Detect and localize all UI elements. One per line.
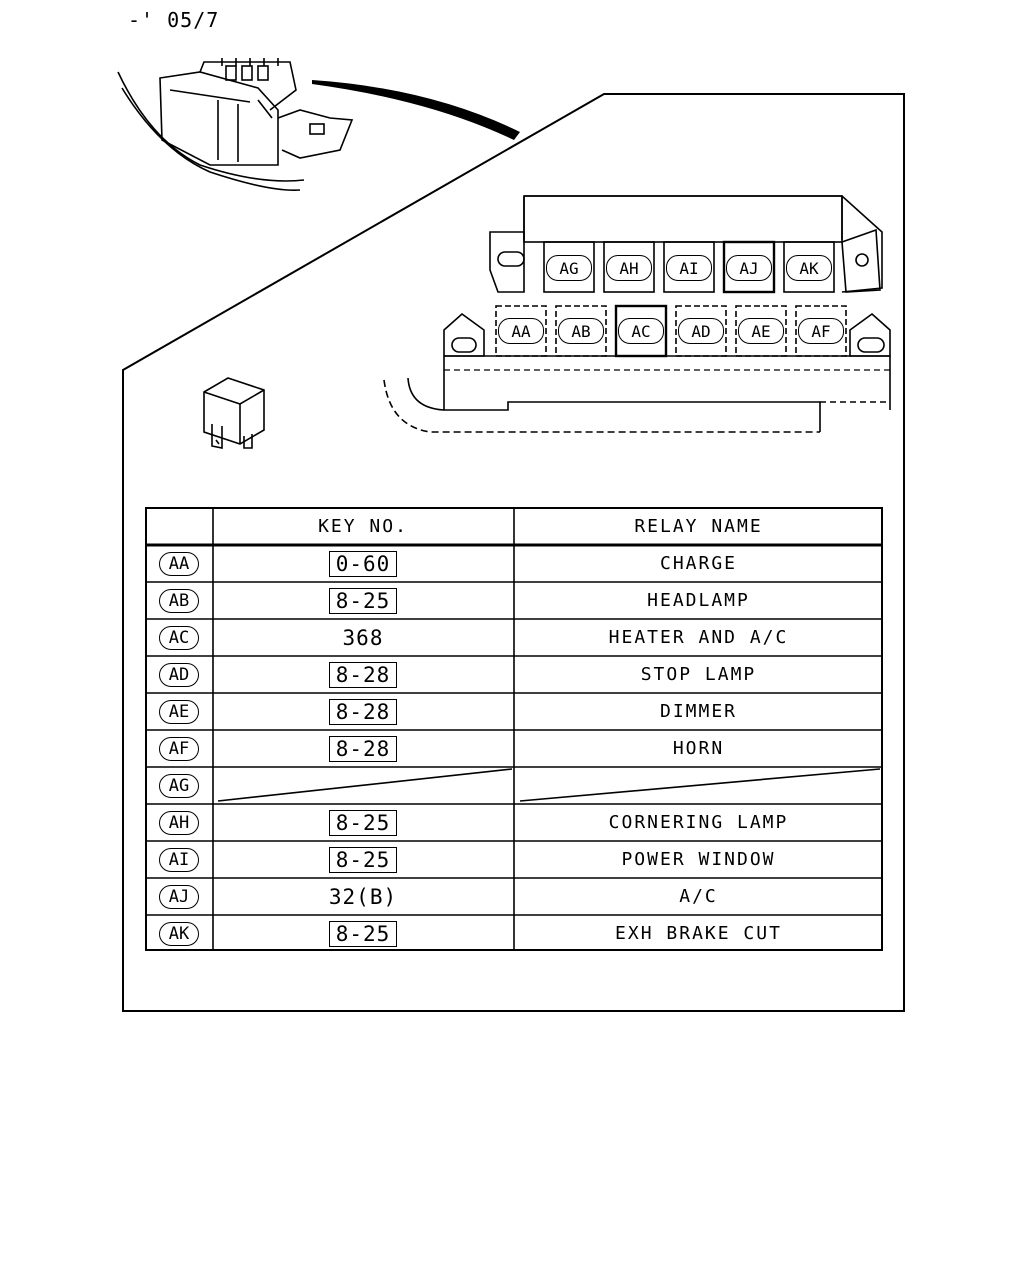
relay-symbol: AB bbox=[159, 588, 199, 613]
key-no-cell: 0-60 bbox=[213, 545, 513, 582]
table-row: AE 8-28 DIMMER bbox=[146, 693, 882, 730]
table-row: AG bbox=[146, 767, 882, 804]
location-sketch bbox=[117, 58, 354, 191]
key-no-cell: 32(B) bbox=[213, 878, 513, 915]
relay-name: A/C bbox=[679, 886, 718, 907]
relay-symbol-cell: AD bbox=[146, 656, 212, 693]
relay-symbol: AD bbox=[159, 662, 199, 687]
relay-name: POWER WINDOW bbox=[621, 849, 776, 870]
key-no: 0-60 bbox=[328, 550, 398, 577]
table-grid bbox=[145, 507, 883, 951]
relay-name: CORNERING LAMP bbox=[608, 812, 789, 833]
key-no-cell: 8-25 bbox=[213, 804, 513, 841]
relay-name: HORN bbox=[672, 738, 725, 759]
relay-symbol-cell: AJ bbox=[146, 878, 212, 915]
table-row: AB 8-25 HEADLAMP bbox=[146, 582, 882, 619]
key-no-cell: 8-25 bbox=[213, 841, 513, 878]
relay-symbol-cell: AH bbox=[146, 804, 212, 841]
relay-box bbox=[383, 195, 891, 433]
relay-name: CHARGE bbox=[659, 553, 738, 574]
relay-symbol: AE bbox=[159, 699, 199, 724]
table-row: AD 8-28 STOP LAMP bbox=[146, 656, 882, 693]
relay-name: EXH BRAKE CUT bbox=[615, 923, 782, 944]
relay-symbol-cell: AA bbox=[146, 545, 212, 582]
relay-position-ag: AG bbox=[546, 255, 592, 281]
key-no: 8-25 bbox=[328, 920, 398, 947]
relay-icon bbox=[203, 377, 265, 449]
relay-position-ae: AE bbox=[738, 318, 784, 344]
key-no-cell bbox=[213, 767, 513, 804]
relay-name: HEATER AND A/C bbox=[608, 627, 789, 648]
relay-name: STOP LAMP bbox=[640, 664, 757, 685]
table-row: AI 8-25 POWER WINDOW bbox=[146, 841, 882, 878]
column-header-key-no: KEY NO. bbox=[318, 516, 408, 537]
relay-position-aj: AJ bbox=[726, 255, 772, 281]
key-no-cell: 368 bbox=[213, 619, 513, 656]
relay-symbol-cell: AK bbox=[146, 915, 212, 952]
diagram-code: -' 05/7 bbox=[128, 8, 220, 32]
relay-position-af: AF bbox=[798, 318, 844, 344]
key-no-cell: 8-28 bbox=[213, 693, 513, 730]
key-no-cell: 8-25 bbox=[213, 582, 513, 619]
relay-symbol: AF bbox=[159, 736, 199, 761]
relay-symbol: AK bbox=[159, 921, 199, 946]
relay-symbol-cell: AF bbox=[146, 730, 212, 767]
relay-name bbox=[515, 767, 882, 804]
relay-symbol-cell: AE bbox=[146, 693, 212, 730]
relay-position-aa: AA bbox=[498, 318, 544, 344]
table-header-row: KEY NO. RELAY NAME bbox=[146, 508, 882, 545]
relay-position-ah: AH bbox=[606, 255, 652, 281]
relay-position-ad: AD bbox=[678, 318, 724, 344]
key-no: 8-28 bbox=[328, 735, 398, 762]
key-no-cell: 8-28 bbox=[213, 730, 513, 767]
relay-symbol: AA bbox=[159, 551, 199, 576]
relay-name: DIMMER bbox=[659, 701, 738, 722]
table-row: AJ 32(B) A/C bbox=[146, 878, 882, 915]
column-header-relay-name: RELAY NAME bbox=[634, 516, 763, 537]
key-no-cell: 8-28 bbox=[213, 656, 513, 693]
relay-symbol: AC bbox=[159, 625, 199, 650]
table-row: AA 0-60 CHARGE bbox=[146, 545, 882, 582]
relay-symbol-cell: AC bbox=[146, 619, 212, 656]
key-no: 32(B) bbox=[328, 884, 398, 909]
key-no: 8-25 bbox=[328, 809, 398, 836]
relay-name: HEADLAMP bbox=[647, 590, 750, 611]
relay-symbol: AG bbox=[159, 773, 199, 798]
key-no: 8-28 bbox=[328, 698, 398, 725]
table-row: AK 8-25 EXH BRAKE CUT bbox=[146, 915, 882, 952]
key-no: 8-28 bbox=[328, 661, 398, 688]
key-no: 8-25 bbox=[328, 846, 398, 873]
key-no: 8-25 bbox=[328, 587, 398, 614]
callout-pointer bbox=[312, 80, 520, 140]
key-no-cell: 8-25 bbox=[213, 915, 513, 952]
relay-position-ab: AB bbox=[558, 318, 604, 344]
table-row: AF 8-28 HORN bbox=[146, 730, 882, 767]
relay-symbol-cell: AG bbox=[146, 767, 212, 804]
relay-symbol: AI bbox=[159, 847, 199, 872]
relay-position-ai: AI bbox=[666, 255, 712, 281]
relay-symbol-cell: AI bbox=[146, 841, 212, 878]
relay-symbol: AJ bbox=[159, 884, 199, 909]
detail-frame bbox=[122, 93, 905, 1012]
relay-position-ac: AC bbox=[618, 318, 664, 344]
relay-symbol-cell: AB bbox=[146, 582, 212, 619]
key-no: 368 bbox=[342, 625, 384, 650]
table-row: AC 368 HEATER AND A/C bbox=[146, 619, 882, 656]
relay-position-ak: AK bbox=[786, 255, 832, 281]
relay-symbol: AH bbox=[159, 810, 199, 835]
table-row: AH 8-25 CORNERING LAMP bbox=[146, 804, 882, 841]
